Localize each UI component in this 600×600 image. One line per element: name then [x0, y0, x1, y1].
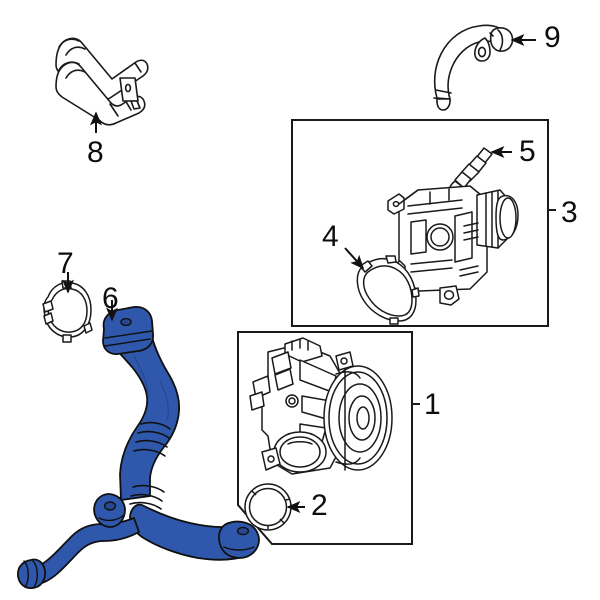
group-box-thermostat-housing [291, 119, 556, 327]
part-thermostat-housing-gasket [356, 255, 420, 325]
part-heater-hose-assembly [55, 37, 149, 126]
part-water-pump-inlet-gasket [42, 280, 93, 343]
callout-label-1[interactable]: 1 [424, 388, 441, 421]
leader-4 [344, 247, 365, 270]
group-box-water-pump [237, 331, 420, 545]
part-water-pump-o-ring-seal [244, 483, 292, 531]
part-water-pump-assembly [249, 337, 393, 475]
callout-label-8[interactable]: 8 [87, 136, 104, 169]
callout-label-4[interactable]: 4 [322, 220, 339, 253]
callout-label-9[interactable]: 9 [544, 21, 561, 54]
part-thermostat-housing [387, 185, 519, 306]
callout-label-7[interactable]: 7 [57, 247, 74, 280]
callout-label-3[interactable]: 3 [561, 196, 578, 229]
callout-label-2[interactable]: 2 [311, 489, 328, 522]
callout-label-5[interactable]: 5 [519, 135, 536, 168]
callout-label-6[interactable]: 6 [102, 282, 119, 315]
part-coolant-bypass-hose [433, 24, 514, 111]
callout-leaders [62, 34, 536, 513]
